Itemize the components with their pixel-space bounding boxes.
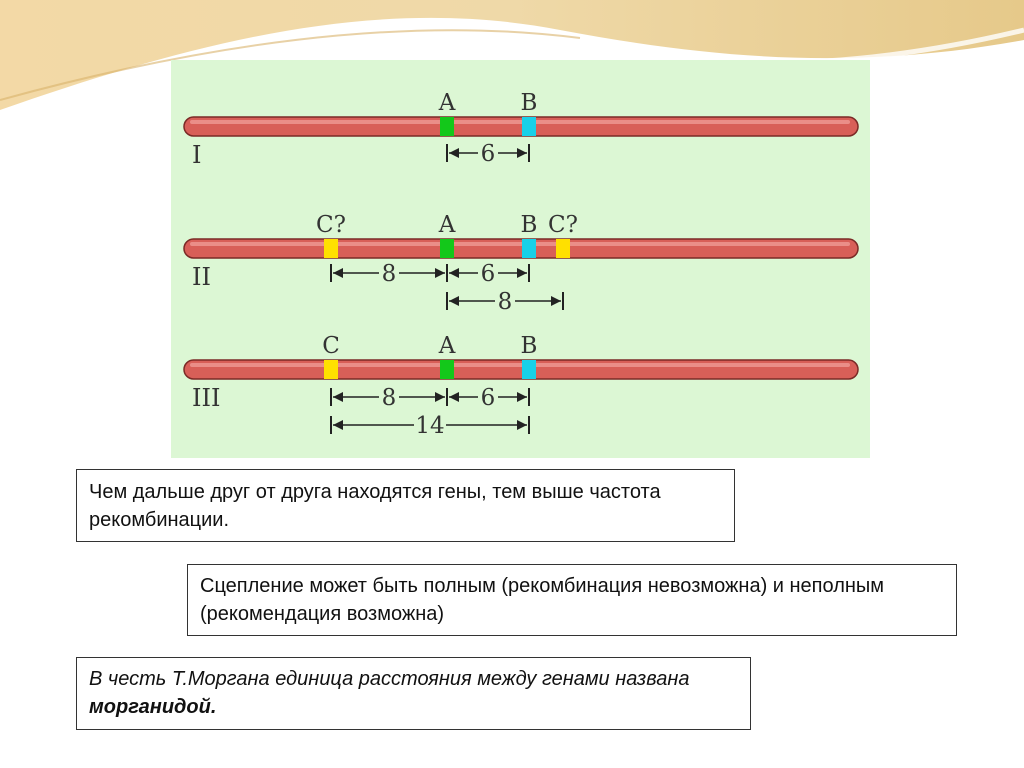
distance-arrow [449, 392, 459, 402]
note-distance-recombination: Чем дальше друг от друга находятся гены,… [76, 469, 735, 542]
distance-value: 6 [481, 385, 496, 411]
distance-value: 6 [481, 141, 496, 167]
note3-bold-term: морганидой. [89, 696, 217, 718]
gene-label: C? [316, 212, 346, 238]
gene-band-a [440, 239, 454, 258]
chromosome-2 [183, 238, 859, 259]
gene-label: C? [548, 212, 578, 238]
gene-label: A [438, 90, 456, 116]
distance-arrow [517, 148, 527, 158]
chromosome-label: III [192, 384, 220, 412]
distance-value: 8 [382, 385, 397, 411]
distance-arrow [435, 268, 445, 278]
chromosome-label: II [192, 263, 211, 291]
gene-band-c [324, 360, 338, 379]
distance-arrow [517, 268, 527, 278]
distance-arrow [333, 268, 343, 278]
gene-label: C [322, 333, 340, 359]
chromosome-1 [183, 116, 859, 137]
distance-arrow [333, 392, 343, 402]
note-linkage-types: Сцепление может быть полным (рекомбинаци… [187, 564, 957, 636]
chromosome-3 [183, 359, 859, 380]
gene-label: A [438, 212, 456, 238]
distance-arrow [517, 392, 527, 402]
distance-value: 8 [498, 289, 513, 315]
gene-band-b [522, 239, 536, 258]
distance-value: 14 [415, 413, 444, 439]
distance-arrow [449, 148, 459, 158]
distance-arrow [449, 268, 459, 278]
distance-value: 6 [481, 261, 496, 287]
gene-label: B [521, 333, 538, 359]
distance-arrow [435, 392, 445, 402]
gene-label: A [438, 333, 456, 359]
distance-arrow [449, 296, 459, 306]
gene-band-b [522, 360, 536, 379]
gene-band-cq [556, 239, 570, 258]
distance-arrow [517, 420, 527, 430]
note3-text: В честь Т.Моргана единица расстояния меж… [89, 668, 690, 690]
note2-text: Сцепление может быть полным (рекомбинаци… [200, 575, 885, 625]
gene-label: B [521, 212, 538, 238]
distance-value: 8 [382, 261, 397, 287]
note-morganid: В честь Т.Моргана единица расстояния меж… [76, 657, 751, 730]
gene-band-a [440, 360, 454, 379]
chromosome-label: I [192, 141, 201, 169]
gene-band-cq [324, 239, 338, 258]
distance-arrow [551, 296, 561, 306]
gene-band-a [440, 117, 454, 136]
distance-arrow [333, 420, 343, 430]
note1-text: Чем дальше друг от друга находятся гены,… [89, 481, 661, 531]
gene-label: B [521, 90, 538, 116]
gene-band-b [522, 117, 536, 136]
